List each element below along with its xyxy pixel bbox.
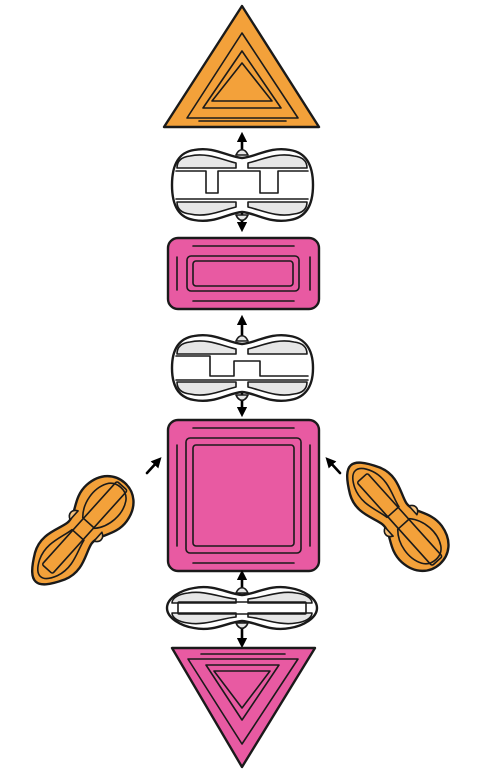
- connector-top: [170, 147, 315, 223]
- pink-rectangle: [166, 236, 321, 311]
- connector-middle: [170, 333, 315, 403]
- right-orange-connector: [346, 461, 450, 573]
- connector-bottom: [165, 585, 319, 631]
- left-orange-connector: [31, 474, 135, 586]
- right-attach-arrow: [325, 457, 342, 475]
- left-attach-arrow: [145, 457, 162, 475]
- pink-triangle: [170, 646, 317, 769]
- pink-square: [166, 418, 321, 573]
- orange-triangle: [162, 4, 321, 129]
